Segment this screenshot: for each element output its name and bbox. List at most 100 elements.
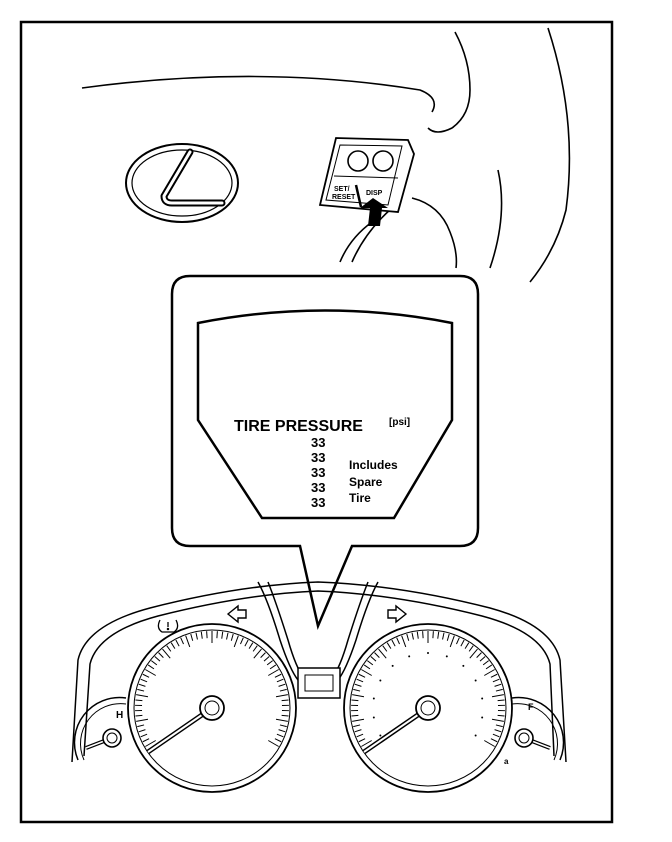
gauge-tick	[190, 633, 194, 641]
gauge-tick	[358, 738, 366, 743]
gauge-dot	[372, 697, 375, 700]
tire-pressure-warning-icon	[157, 619, 179, 633]
gauge-tick	[353, 688, 361, 692]
gauge-tick	[185, 635, 191, 648]
gauge-tick	[351, 714, 359, 717]
gauge-dot	[481, 716, 484, 719]
gauge-tick	[490, 738, 498, 743]
gauge-tick	[166, 645, 172, 652]
gauge-tick	[137, 688, 145, 692]
gauge-tick	[147, 664, 155, 670]
reading-3: 33	[311, 465, 325, 480]
gauge-dot	[379, 734, 382, 737]
display-title: TIRE PRESSURE	[234, 418, 363, 435]
gauge-tick	[138, 729, 146, 733]
gauge-tick	[253, 648, 262, 659]
gauge-tick	[374, 652, 380, 658]
outer-border	[19, 20, 614, 824]
gauge-tick	[269, 664, 277, 670]
gauge-tick	[351, 699, 359, 702]
gauge-tick	[497, 714, 505, 717]
gauge-tick	[279, 688, 287, 692]
gauge-tick	[248, 642, 254, 649]
gauge-tick	[268, 740, 279, 747]
gauge-tick	[252, 645, 258, 652]
gauge-tick	[352, 694, 365, 698]
right-small-gauge-mark: F	[528, 702, 534, 712]
right-turn-arrow-icon	[387, 604, 408, 624]
gauge-tick	[361, 740, 372, 747]
reading-2: 33	[311, 450, 325, 465]
gauge-tick	[494, 729, 502, 733]
gauge-tick	[363, 664, 371, 670]
gauge-tick	[352, 718, 365, 722]
gauge-tick	[482, 660, 489, 666]
gauge-tick	[469, 648, 478, 659]
gauge-tick	[490, 673, 498, 678]
note-line-1: Includes	[349, 458, 398, 472]
gauge-dot	[379, 679, 382, 682]
gauge-tick	[401, 635, 407, 648]
gauge-tick	[396, 637, 400, 645]
gauge-dot	[408, 655, 411, 658]
gauge-tick	[221, 631, 224, 639]
reading-1: 33	[311, 435, 325, 450]
gauge-tick	[135, 699, 143, 702]
gauge-tick	[442, 632, 445, 640]
gauge-tick	[233, 635, 239, 648]
gauge-tick	[416, 631, 419, 639]
gauge-tick	[158, 652, 164, 658]
steering-button-left	[347, 150, 369, 172]
gauge-tick	[378, 648, 387, 659]
note-line-3: Tire	[349, 491, 371, 505]
gauge-tick	[266, 660, 273, 666]
gauge-tick	[449, 635, 455, 648]
gauge-tick	[142, 738, 150, 743]
gauge-tick	[138, 683, 146, 687]
gauge-dot	[372, 716, 375, 719]
gauge-tick	[281, 714, 289, 717]
gauge-tick	[275, 718, 288, 722]
gauge-tick	[279, 724, 287, 728]
gauge-tick	[382, 645, 388, 652]
gauge-tick	[140, 733, 148, 738]
pointer-arrow-icon	[360, 198, 388, 226]
gauge-tick	[356, 733, 364, 738]
reading-5: 33	[311, 495, 325, 510]
gauge-tick	[136, 718, 149, 722]
gauge-tick	[476, 652, 482, 658]
multi-info-display	[196, 309, 454, 520]
gauge-tick	[278, 683, 286, 687]
gauge-tick	[456, 637, 460, 645]
set-reset-label-line1: SET/	[334, 186, 350, 193]
gauge-tick	[170, 642, 176, 649]
gauge-tick	[492, 678, 500, 683]
lexus-emblem-icon	[125, 143, 239, 223]
gauge-tick	[468, 645, 474, 652]
gauge-tick	[151, 660, 158, 666]
gauge-tick	[446, 633, 450, 641]
gauge-tick	[175, 639, 180, 647]
gauge-tick	[479, 656, 486, 662]
reading-4: 33	[311, 480, 325, 495]
gauge-tick	[274, 673, 282, 678]
gauge-dot	[474, 679, 477, 682]
gauge-tick	[136, 694, 149, 698]
gauge-tick	[180, 637, 184, 645]
steering-wheel	[81, 27, 571, 283]
center-indicator-inner	[304, 674, 334, 692]
speedometer	[343, 623, 513, 793]
gauge-dot	[462, 664, 465, 667]
gauge-tick	[263, 656, 270, 662]
gauge-tick	[497, 699, 505, 702]
gauge-dot	[427, 652, 429, 654]
disp-label: DISP	[366, 190, 383, 197]
gauge-tick	[460, 639, 465, 647]
gauge-dot	[481, 697, 484, 700]
gauge-tick	[226, 632, 229, 640]
gauge-tick	[162, 648, 171, 659]
gauge-tick	[195, 632, 198, 640]
gauge-tick	[354, 683, 362, 687]
gauge-tick	[495, 688, 503, 692]
note-line-2: Spare	[349, 475, 383, 489]
